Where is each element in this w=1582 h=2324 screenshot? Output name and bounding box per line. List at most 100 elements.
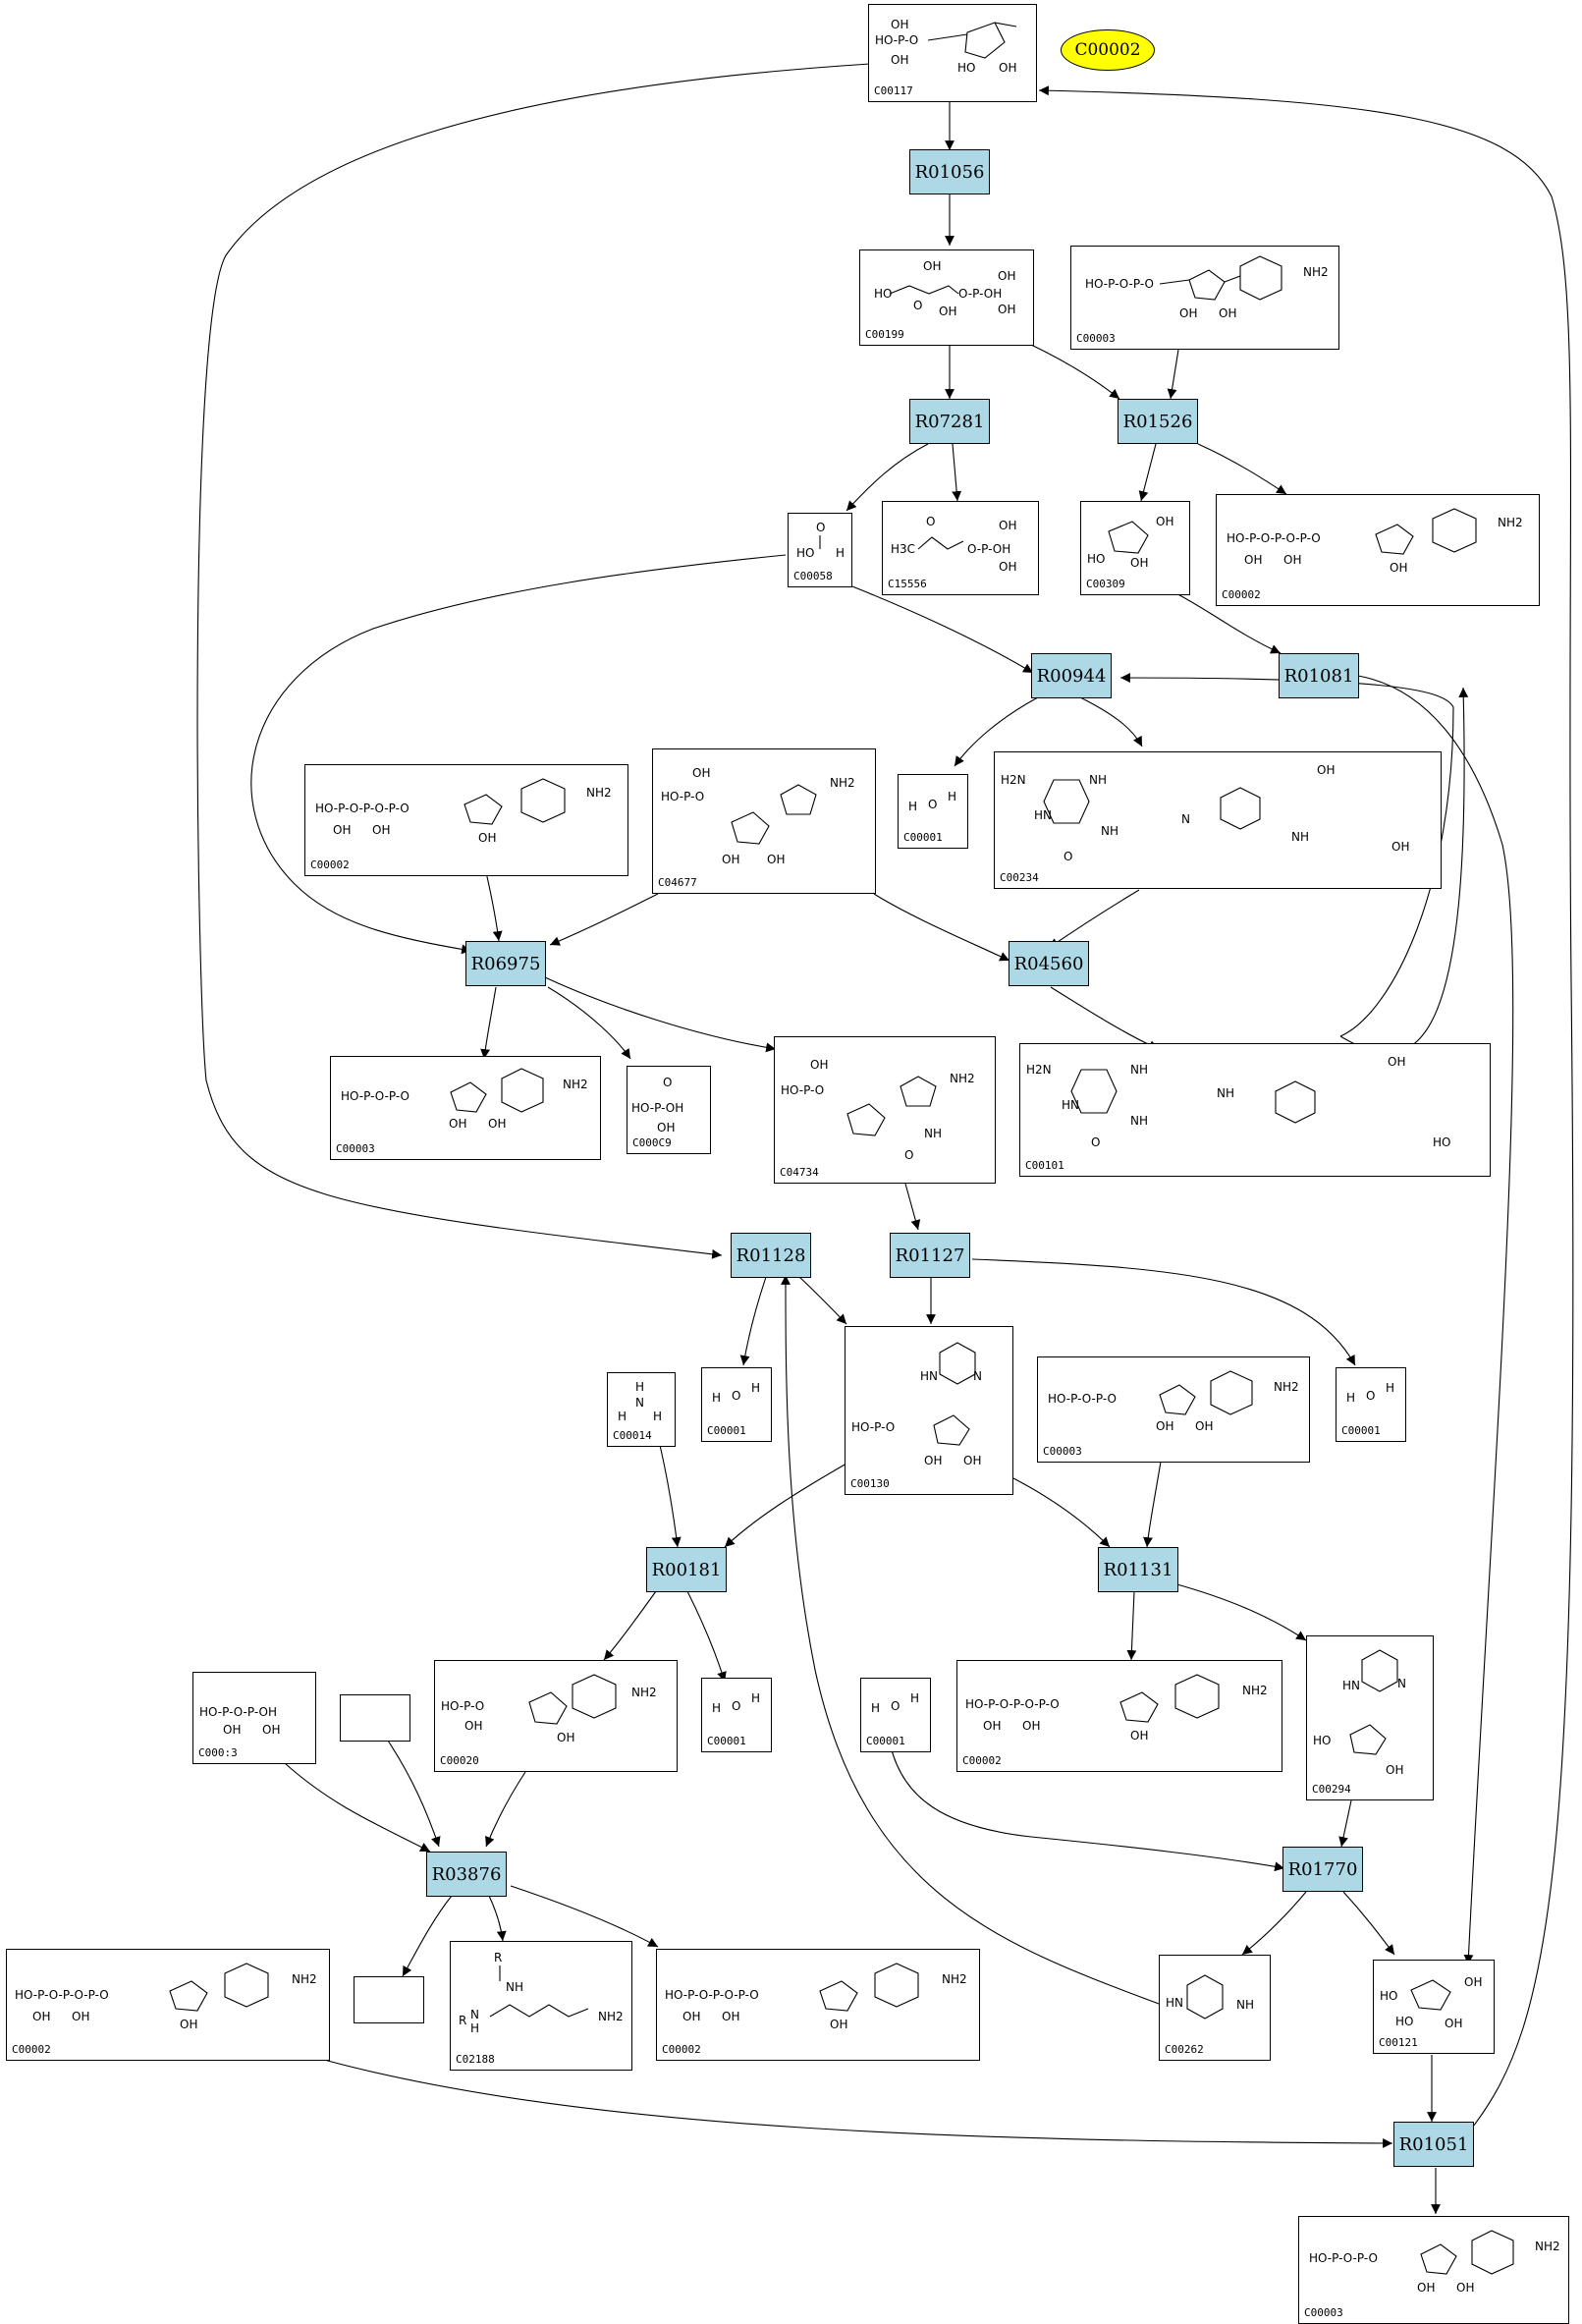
- edge: [485, 1771, 526, 1848]
- edge: [1050, 986, 1160, 1050]
- compound-node-c00262[interactable]: HN NH C00262: [1159, 1955, 1271, 2061]
- atom-label: HO: [1313, 1734, 1331, 1747]
- compound-node-c00013[interactable]: HO-P-O-P-OH OH OH C000:3: [192, 1672, 316, 1764]
- compound-node-c00001-e[interactable]: H O H C00001: [860, 1678, 931, 1752]
- atom-label: OH: [998, 269, 1015, 283]
- compound-node-c00130[interactable]: HN N HO-P-O OH OH C00130: [845, 1326, 1013, 1495]
- empty-compound-node[interactable]: [340, 1694, 410, 1742]
- compound-id: C00117: [874, 84, 913, 97]
- compound-node-c04677[interactable]: HO-P-O OH NH2 OH OH C04677: [652, 748, 876, 894]
- compound-id: C00001: [1341, 1424, 1381, 1437]
- reaction-node-r01127[interactable]: R01127: [890, 1233, 970, 1278]
- ring-bond: [1420, 2243, 1457, 2275]
- compound-node-c00020[interactable]: HO-P-O OH NH2 OH C00020: [434, 1660, 678, 1772]
- atom-label: NH: [1236, 1998, 1254, 2012]
- reaction-node-r04560[interactable]: R04560: [1009, 941, 1089, 986]
- structure-c00001: H O H: [1346, 1381, 1394, 1405]
- structure-c00101: H2N NH HN O NH NH OH HO: [1026, 1055, 1450, 1149]
- atom-label: H: [470, 2021, 479, 2035]
- compound-id: C000:3: [198, 1746, 238, 1759]
- highlight-compound-ellipse[interactable]: C00002: [1061, 29, 1155, 71]
- atom-label: HO-P-O-P-O-P-O: [965, 1697, 1060, 1711]
- edge: [323, 2059, 1393, 2148]
- atom-label: OH: [464, 1719, 482, 1733]
- edge: [485, 871, 503, 942]
- atom-label: H: [635, 1380, 644, 1394]
- atom-label: HO-P-O-P-O-P-O: [1227, 531, 1321, 545]
- structure-c00013: HO-P-O-P-OH OH OH: [199, 1705, 280, 1737]
- compound-node-c00234[interactable]: H2N NH HN O NH N OH NH OH C00234: [994, 751, 1442, 889]
- ring-bond: [1108, 521, 1149, 554]
- reaction-node-r01056[interactable]: R01056: [909, 149, 990, 194]
- compound-id: C02188: [456, 2053, 495, 2066]
- compound-id: C00003: [1304, 2306, 1343, 2319]
- reaction-node-r07281[interactable]: R07281: [909, 399, 990, 444]
- reaction-node-r01081[interactable]: R01081: [1279, 653, 1359, 698]
- ring-bond: [572, 1674, 617, 1719]
- compound-id: C00130: [850, 1477, 890, 1490]
- compound-node-c00002-b[interactable]: HO-P-O-P-O-P-O OH OH OH NH2 C00002: [304, 764, 628, 876]
- empty-compound-node[interactable]: [354, 1976, 424, 2023]
- compound-node-c00101[interactable]: H2N NH HN O NH NH OH HO C00101: [1019, 1043, 1491, 1177]
- structure-c00058: O HO H: [796, 521, 845, 560]
- compound-node-c00003-d[interactable]: HO-P-O-P-O OH OH NH2 C00003: [1298, 2216, 1569, 2324]
- atom-label: H2N: [1001, 773, 1026, 787]
- compound-id: C00001: [707, 1424, 746, 1437]
- bond: [994, 22, 1017, 28]
- edge: [1012, 1477, 1111, 1548]
- compound-node-c00014[interactable]: H N H H C00014: [607, 1372, 676, 1447]
- compound-node-c00309[interactable]: OH HO OH C00309: [1080, 501, 1190, 595]
- compound-node-c00001-d[interactable]: H O H C00001: [701, 1678, 772, 1752]
- reaction-node-r00181[interactable]: R00181: [646, 1547, 727, 1592]
- atom-label: OH: [923, 259, 941, 273]
- compound-node-c00001-c[interactable]: H O H C00001: [1336, 1367, 1406, 1442]
- ring-bond: [1174, 1674, 1220, 1719]
- reaction-node-r01526[interactable]: R01526: [1118, 399, 1198, 444]
- compound-node-c04734[interactable]: HO-P-O OH NH2 NH O C04734: [774, 1036, 996, 1184]
- edge: [1079, 696, 1143, 747]
- atom-label: HO: [796, 546, 814, 560]
- compound-node-c00294[interactable]: HN N HO OH C00294: [1306, 1635, 1434, 1800]
- reaction-node-r03876[interactable]: R03876: [426, 1852, 507, 1897]
- compound-id: C00001: [903, 831, 943, 844]
- compound-node-c00003-b[interactable]: HO-P-O-P-O OH OH NH2 C00003: [330, 1056, 601, 1160]
- compound-node-c00121[interactable]: HO OH HO OH C00121: [1373, 1960, 1495, 2054]
- edge: [284, 1762, 431, 1853]
- compound-node-c00002-a[interactable]: HO-P-O-P-O-P-O OH OH OH NH2 C00002: [1216, 494, 1540, 606]
- compound-node-c00001-b[interactable]: H O H C00001: [701, 1367, 772, 1442]
- compound-node-c00003-c[interactable]: HO-P-O-P-O OH OH NH2 C00003: [1037, 1356, 1310, 1463]
- atom-label: OH: [1464, 1975, 1482, 1989]
- atom-label: NH2: [1242, 1684, 1268, 1697]
- compound-id: C00234: [1000, 871, 1039, 884]
- compound-node-c00058[interactable]: O HO H C00058: [788, 513, 852, 587]
- reaction-node-r00944[interactable]: R00944: [1031, 653, 1112, 698]
- reaction-node-r01128[interactable]: R01128: [731, 1233, 811, 1278]
- compound-node-c00009[interactable]: HO-P-OH OH O C000C9: [627, 1066, 711, 1154]
- atom-label: O: [891, 1699, 900, 1713]
- ring-bond: [1186, 1974, 1224, 2020]
- atom-label: OH: [891, 53, 908, 67]
- atom-label: NH2: [598, 2010, 624, 2023]
- reaction-node-r06975[interactable]: R06975: [465, 941, 546, 986]
- edge: [1028, 343, 1120, 400]
- ring-bond: [1188, 269, 1226, 301]
- structure-c00009: HO-P-OH OH O: [631, 1076, 683, 1134]
- atom-label: O: [1366, 1389, 1375, 1403]
- edge: [1338, 1799, 1352, 1848]
- compound-node-c00002-d[interactable]: HO-P-O-P-O-P-O OH OH OH NH2 C00002: [6, 1949, 330, 2061]
- atom-label: OH: [223, 1723, 241, 1737]
- compound-node-c00001-a[interactable]: H O H C00001: [898, 774, 968, 849]
- edge: [851, 585, 1034, 674]
- reaction-node-r01051[interactable]: R01051: [1393, 2122, 1474, 2167]
- atom-label: OH: [1391, 840, 1409, 854]
- compound-node-c02188[interactable]: R NH R N H NH2 C02188: [450, 1941, 632, 2071]
- reaction-node-r01770[interactable]: R01770: [1282, 1847, 1363, 1892]
- compound-node-c00002-e[interactable]: HO-P-O-P-O-P-O OH OH OH NH2 C00002: [656, 1949, 980, 2061]
- reaction-node-r01131[interactable]: R01131: [1098, 1547, 1178, 1592]
- compound-node-c00199[interactable]: OH OH HO O O-P-OH OH OH C00199: [859, 249, 1034, 346]
- edge: [547, 986, 631, 1060]
- compound-node-c00117[interactable]: HO-P-O OH OH HO OH C00117: [868, 4, 1037, 102]
- compound-node-c00003-a[interactable]: HO-P-O-P-O OH OH NH2 C00003: [1070, 246, 1339, 350]
- compound-node-c15556[interactable]: H3C O OH O-P-OH OH C15556: [882, 501, 1039, 595]
- compound-node-c00002-c[interactable]: HO-P-O-P-O-P-O OH OH OH NH2 C00002: [956, 1660, 1282, 1772]
